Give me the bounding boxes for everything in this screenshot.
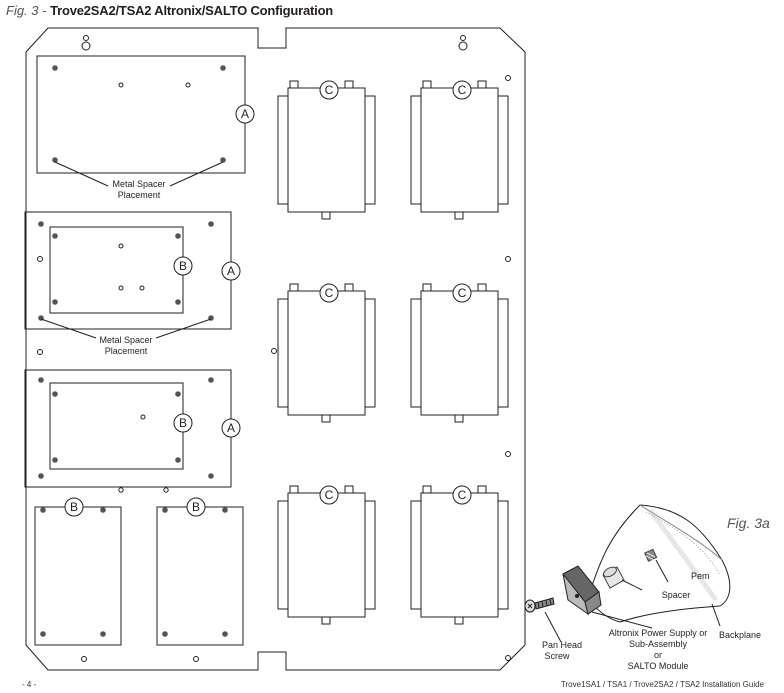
spacer-arrow [155, 318, 212, 339]
figure-title: Fig. 3 - Trove2SA2/TSA2 Altronix/SALTO C… [6, 3, 333, 18]
callout-a-lower [221, 418, 241, 438]
callout-label-c-4: C [458, 286, 467, 300]
callout-label-a-top: A [241, 107, 249, 121]
pem-icon [644, 548, 658, 562]
callout-label-c-6: C [458, 488, 467, 502]
metal-spacer-label-2-line2: Placement [105, 346, 148, 356]
spacer-arrow [169, 161, 224, 187]
callout-label-b-bottom-right: B [192, 500, 200, 514]
keyhole-right-icon [458, 35, 468, 51]
altronix-label-line3: or [654, 650, 662, 660]
backplane-sheet [587, 504, 731, 623]
callout-label-b-bottom-left: B [70, 500, 78, 514]
callout-c-1 [319, 80, 339, 100]
power-supply-2 [410, 80, 509, 220]
callout-c-5 [319, 485, 339, 505]
spacer-label: Spacer [662, 590, 691, 600]
pan-head-screw-icon [524, 597, 555, 613]
leader-screw [544, 611, 562, 643]
leader-pem [655, 559, 669, 583]
power-supply-3 [277, 283, 376, 423]
module-a-top [36, 55, 246, 174]
metal-spacer-label-1-line1: Metal Spacer [112, 179, 165, 189]
power-supply-4 [410, 283, 509, 423]
figure-3a-label: Fig. 3a [727, 515, 770, 531]
callout-label-a-middle: A [227, 264, 235, 278]
backplane-outline [25, 27, 526, 671]
module-b-bottom-left [34, 506, 122, 646]
callout-b-bottom-right [186, 497, 206, 517]
callout-b-bottom-left [64, 497, 84, 517]
leader-module [591, 611, 653, 629]
power-supply-6 [410, 485, 509, 625]
leader-backplane [711, 603, 721, 627]
spacer-arrow [54, 161, 109, 187]
keyhole-left-icon [81, 35, 91, 51]
callout-c-2 [452, 80, 472, 100]
exploded-assembly-detail [524, 504, 731, 643]
metal-spacer-label-1-line2: Placement [118, 190, 161, 200]
callout-label-c-3: C [325, 286, 334, 300]
callout-c-6 [452, 485, 472, 505]
callout-a-middle [221, 261, 241, 281]
module-b-bottom-right [156, 506, 244, 646]
callout-b-middle [173, 256, 193, 276]
callout-label-a-lower: A [227, 421, 235, 435]
pan-head-screw-label-line1: Pan Head [542, 640, 582, 650]
callout-c-3 [319, 283, 339, 303]
callout-a-top [235, 104, 255, 124]
callout-label-c-5: C [325, 488, 334, 502]
figure-caption: Trove2SA2/TSA2 Altronix/SALTO Configurat… [50, 3, 334, 18]
module-block-icon [562, 565, 602, 616]
spacer-arrow [40, 318, 97, 339]
pan-head-screw-label-line2: Screw [544, 651, 570, 661]
backplane-label: Backplane [719, 630, 761, 640]
callout-label-b-lower: B [179, 416, 187, 430]
figure-number: Fig. 3 - [6, 3, 51, 18]
module-b-lower [49, 382, 184, 470]
spacer-icon [602, 566, 625, 589]
callout-label-b-middle: B [179, 259, 187, 273]
callout-b-lower [173, 413, 193, 433]
leader-spacer [621, 579, 643, 591]
page-number: - 4 - [22, 680, 37, 689]
altronix-label-line4: SALTO Module [628, 661, 689, 671]
altronix-label-line2: Sub-Assembly [629, 639, 688, 649]
module-a-middle [24, 211, 232, 330]
callout-c-4 [452, 283, 472, 303]
module-b-middle [49, 226, 184, 314]
metal-spacer-label-2-line1: Metal Spacer [99, 335, 152, 345]
pem-label: Pem [691, 571, 710, 581]
power-supply-1 [277, 80, 376, 220]
callout-label-c-2: C [458, 83, 467, 97]
callout-label-c-1: C [325, 83, 334, 97]
altronix-label-line1: Altronix Power Supply or [609, 628, 708, 638]
power-supply-5 [277, 485, 376, 625]
guide-title: Trove1SA1 / TSA1 / Trove2SA2 / TSA2 Inst… [560, 680, 764, 689]
